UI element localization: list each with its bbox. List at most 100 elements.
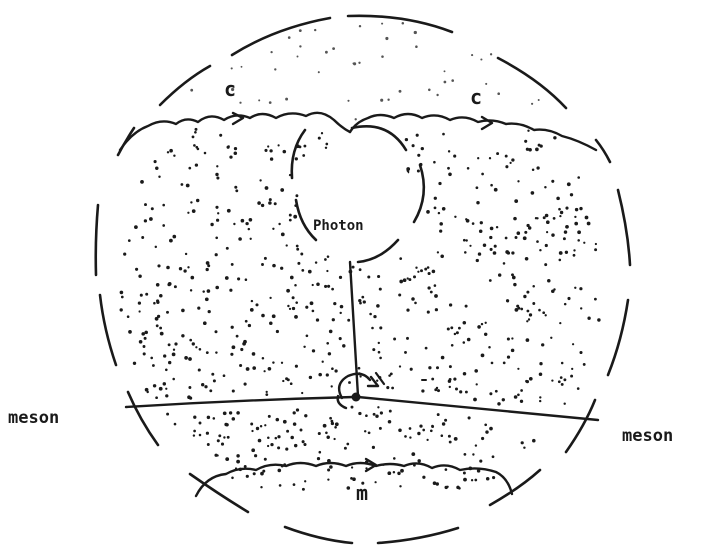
stipple-dot (230, 353, 233, 356)
stipple-dot (413, 275, 416, 278)
stipple-dot (181, 183, 184, 186)
stipple-dot (234, 186, 237, 189)
stipple-dot (134, 225, 138, 229)
stipple-dot (144, 203, 147, 206)
stipple-dot (277, 435, 280, 438)
stipple-dot (532, 168, 535, 171)
stipple-dot (169, 239, 173, 243)
stipple-dot (564, 303, 567, 306)
stipple-dot (173, 154, 175, 156)
label-meson-left: meson (8, 408, 59, 428)
stipple-dot (527, 310, 530, 313)
stipple-dot (397, 472, 400, 475)
stipple-dot (236, 335, 239, 338)
stipple-dot (295, 301, 298, 304)
stipple-dot (399, 280, 403, 284)
stipple-dot (310, 301, 314, 305)
stipple-dot (302, 488, 305, 491)
stipple-dot (489, 157, 491, 159)
stipple-dot (209, 389, 212, 392)
stipple-dot (157, 315, 160, 318)
stipple-dot (153, 302, 156, 305)
stipple-dot (507, 337, 510, 340)
stipple-dot (505, 237, 508, 240)
stipple-dot (407, 277, 409, 279)
stipple-dot (331, 385, 333, 387)
stipple-dot (274, 68, 276, 70)
stipple-dot (559, 259, 562, 262)
stipple-dot (295, 365, 298, 368)
stipple-dot (587, 317, 590, 320)
stipple-dot (420, 269, 423, 272)
stipple-dot (166, 266, 170, 270)
stipple-dot (153, 384, 156, 387)
stipple-dot (260, 425, 262, 427)
stipple-dot (352, 266, 355, 269)
stipple-dot (477, 157, 479, 159)
stipple-dot (380, 99, 383, 102)
stipple-dot (227, 146, 230, 149)
stipple-dot (141, 236, 144, 239)
stipple-dot (250, 238, 252, 240)
stipple-dot (242, 342, 246, 346)
stipple-dot (144, 219, 147, 222)
stipple-dot (422, 476, 425, 479)
stipple-dot (325, 51, 328, 54)
stipple-dot (379, 288, 382, 291)
stipple-dot (293, 215, 297, 219)
stipple-dot (248, 228, 250, 230)
stipple-dot (227, 436, 230, 439)
stipple-dot (303, 145, 306, 148)
stipple-dot (467, 338, 471, 342)
stipple-dot (594, 298, 597, 301)
stipple-dot (135, 268, 138, 271)
stipple-dot (564, 230, 567, 233)
stipple-dot (528, 148, 532, 152)
stipple-dot (369, 313, 372, 316)
stipple-dot (497, 92, 500, 95)
stipple-dot (560, 211, 563, 214)
stipple-dot (459, 390, 462, 393)
stipple-dot (281, 233, 285, 237)
stipple-dot (280, 188, 284, 192)
stipple-dot (428, 366, 431, 369)
stipple-dot (449, 365, 452, 368)
stipple-dot (442, 207, 446, 211)
stipple-dot (190, 276, 194, 280)
stipple-dot (456, 331, 459, 334)
stipple-dot (290, 276, 294, 280)
stipple-dot (415, 267, 417, 269)
stipple-dot (269, 297, 271, 299)
stipple-dot (260, 472, 264, 476)
stipple-dot (274, 202, 277, 205)
stipple-dot (523, 295, 526, 298)
stipple-dot (262, 357, 265, 360)
stipple-dot (257, 201, 261, 205)
stipple-dot (539, 396, 541, 398)
stipple-dot (321, 132, 323, 134)
stipple-dot (174, 285, 177, 288)
stipple-dot (404, 351, 407, 354)
stipple-dot (215, 286, 219, 290)
stipple-dot (453, 378, 456, 381)
stipple-dot (503, 262, 506, 265)
stipple-dot (474, 369, 478, 373)
stipple-dot (440, 255, 444, 259)
stipple-dot (577, 239, 580, 242)
stipple-dot (339, 312, 341, 314)
stipple-dot (206, 261, 210, 265)
stipple-dot (187, 266, 189, 268)
stipple-dot (481, 173, 484, 176)
stipple-dot (594, 248, 597, 251)
stipple-dot (138, 274, 141, 277)
stipple-dot (585, 216, 589, 220)
stipple-dot (154, 160, 157, 163)
stipple-dot (416, 134, 419, 137)
stipple-dot (149, 217, 153, 221)
stipple-dot (348, 381, 351, 384)
label-c-right: c (470, 85, 482, 109)
stipple-dot (121, 296, 124, 299)
stipple-dot (404, 435, 407, 438)
stipple-dot (526, 320, 528, 322)
stipple-dot (520, 389, 523, 392)
